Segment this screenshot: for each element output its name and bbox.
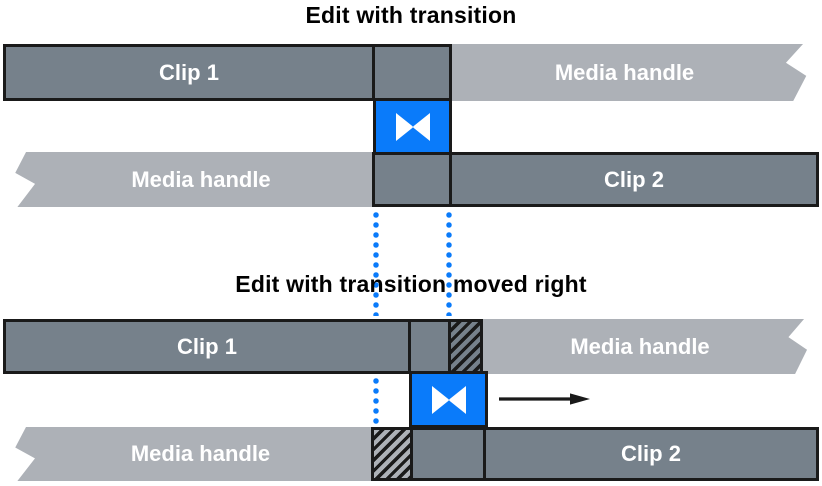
media-handle-top: Media handle (483, 319, 808, 374)
bowtie-transition-icon (395, 112, 430, 141)
clip2-segment: Clip 2 (452, 155, 816, 204)
media-handle-bottom-label: Media handle (130, 441, 271, 466)
clip1-label: Clip 1 (177, 333, 237, 359)
media-handle-bottom: Media handle (15, 152, 372, 207)
edit-point-divider (372, 47, 375, 98)
edit-point-divider (449, 155, 452, 204)
transition-box-moved (409, 371, 488, 428)
clip2-label: Clip 2 (604, 166, 664, 192)
media-handle-bottom-label: Media handle (131, 166, 271, 192)
clip1-bar-bottom: Clip 1 (3, 319, 483, 374)
dotted-guide-right (446, 212, 452, 316)
bowtie-transition-icon (431, 385, 466, 414)
right-arrow-icon (499, 393, 590, 405)
edit-point-divider (483, 430, 486, 478)
clip2-bar-bottom: Clip 2 (410, 427, 819, 481)
clip1-label: Clip 1 (159, 59, 219, 85)
trimmed-media-hatch-top (448, 322, 480, 371)
media-handle-bottom: Media handle (15, 427, 371, 481)
edit-point-divider (408, 322, 411, 371)
media-handle-top-label: Media handle (570, 333, 710, 359)
media-handle-top: Media handle (452, 44, 807, 101)
trimmed-media-hatch-bottom (371, 427, 413, 481)
media-handle-top-label: Media handle (554, 59, 695, 85)
top-diagram-title: Edit with transition (305, 2, 517, 28)
bottom-diagram-title: Edit with transition moved right (235, 271, 587, 297)
move-right-arrow (498, 390, 592, 413)
clip2-label: Clip 2 (621, 441, 681, 466)
clip2-bar-top: Clip 2 (372, 152, 819, 207)
dotted-guide-left-lower (373, 378, 379, 425)
transition-box (373, 98, 452, 155)
clip2-segment: Clip 2 (486, 430, 816, 478)
dotted-guide-left (373, 212, 379, 316)
clip1-segment: Clip 1 (6, 47, 372, 98)
clip1-segment: Clip 1 (6, 322, 408, 371)
clip1-bar-top: Clip 1 (3, 44, 452, 101)
